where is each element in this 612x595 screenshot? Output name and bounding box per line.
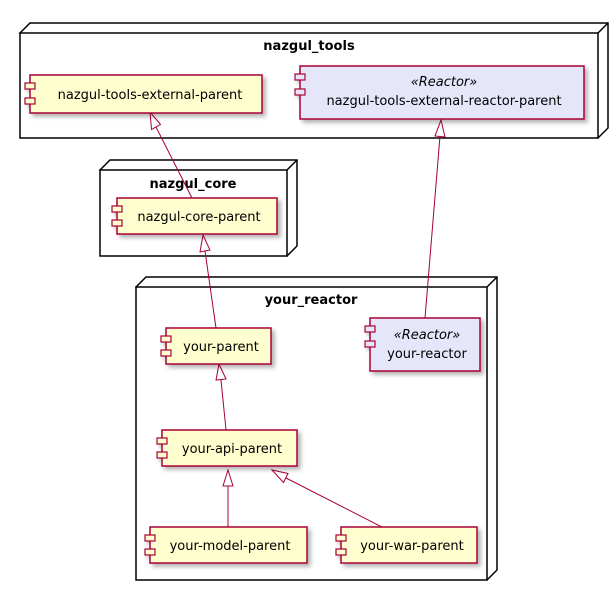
edge-api-to-your-parent	[220, 379, 227, 431]
component-nazgul-core-parent[interactable]: nazgul-core-parent	[111, 197, 278, 235]
component-stereotype: «Reactor»	[394, 328, 461, 343]
node-title-your-reactor: your_reactor	[265, 293, 358, 308]
component-port-icon	[111, 219, 123, 227]
component-nazgul-tools-external-parent[interactable]: nazgul-tools-external-parent	[24, 74, 263, 114]
component-port-icon	[294, 73, 306, 81]
arrowhead-api-from-model	[222, 468, 234, 487]
component-label: your-reactor	[387, 347, 467, 362]
component-nazgul-tools-external-reactor-parent[interactable]: «Reactor» nazgul-tools-external-reactor-…	[294, 65, 585, 120]
node-title-nazgul-core: nazgul_core	[150, 177, 237, 192]
component-label: your-api-parent	[182, 442, 282, 457]
arrowhead-core-parent	[199, 233, 211, 253]
component-port-icon	[335, 548, 347, 556]
component-label: nazgul-tools-external-reactor-parent	[326, 94, 561, 109]
component-port-icon	[24, 82, 36, 90]
component-port-icon	[364, 340, 376, 348]
component-port-icon	[111, 205, 123, 213]
component-port-icon	[364, 325, 376, 333]
edge-reactor-to-tools-reactor-parent	[424, 135, 441, 319]
component-port-icon	[160, 335, 172, 343]
arrowhead-tools-external-parent	[149, 110, 162, 131]
component-stereotype: «Reactor»	[411, 75, 478, 90]
component-port-icon	[294, 88, 306, 96]
node-title-nazgul-tools: nazgul_tools	[263, 39, 355, 54]
component-port-icon	[156, 437, 168, 445]
component-port-icon	[335, 534, 347, 542]
arrowhead-tools-reactor-parent	[434, 118, 446, 138]
relations	[149, 110, 446, 528]
component-label: your-parent	[183, 340, 259, 355]
edge-war-to-api	[285, 477, 383, 528]
edge-your-parent-to-core-parent	[204, 250, 217, 329]
component-your-reactor[interactable]: «Reactor» your-reactor	[364, 317, 481, 372]
component-port-icon	[24, 97, 36, 105]
component-label: your-war-parent	[360, 539, 464, 554]
arrowhead-api-from-war	[270, 469, 289, 484]
arrowhead-your-parent	[215, 362, 227, 381]
component-your-api-parent[interactable]: your-api-parent	[156, 429, 298, 467]
component-your-model-parent[interactable]: your-model-parent	[144, 526, 308, 564]
component-label: nazgul-core-parent	[137, 210, 260, 225]
component-label: nazgul-tools-external-parent	[58, 88, 243, 103]
component-port-icon	[144, 548, 156, 556]
component-label: your-model-parent	[170, 539, 291, 554]
component-port-icon	[144, 534, 156, 542]
component-your-parent[interactable]: your-parent	[160, 327, 272, 365]
component-port-icon	[156, 451, 168, 459]
component-your-war-parent[interactable]: your-war-parent	[335, 526, 478, 564]
component-port-icon	[160, 349, 172, 357]
edge-core-to-tools-external-parent	[155, 126, 193, 199]
